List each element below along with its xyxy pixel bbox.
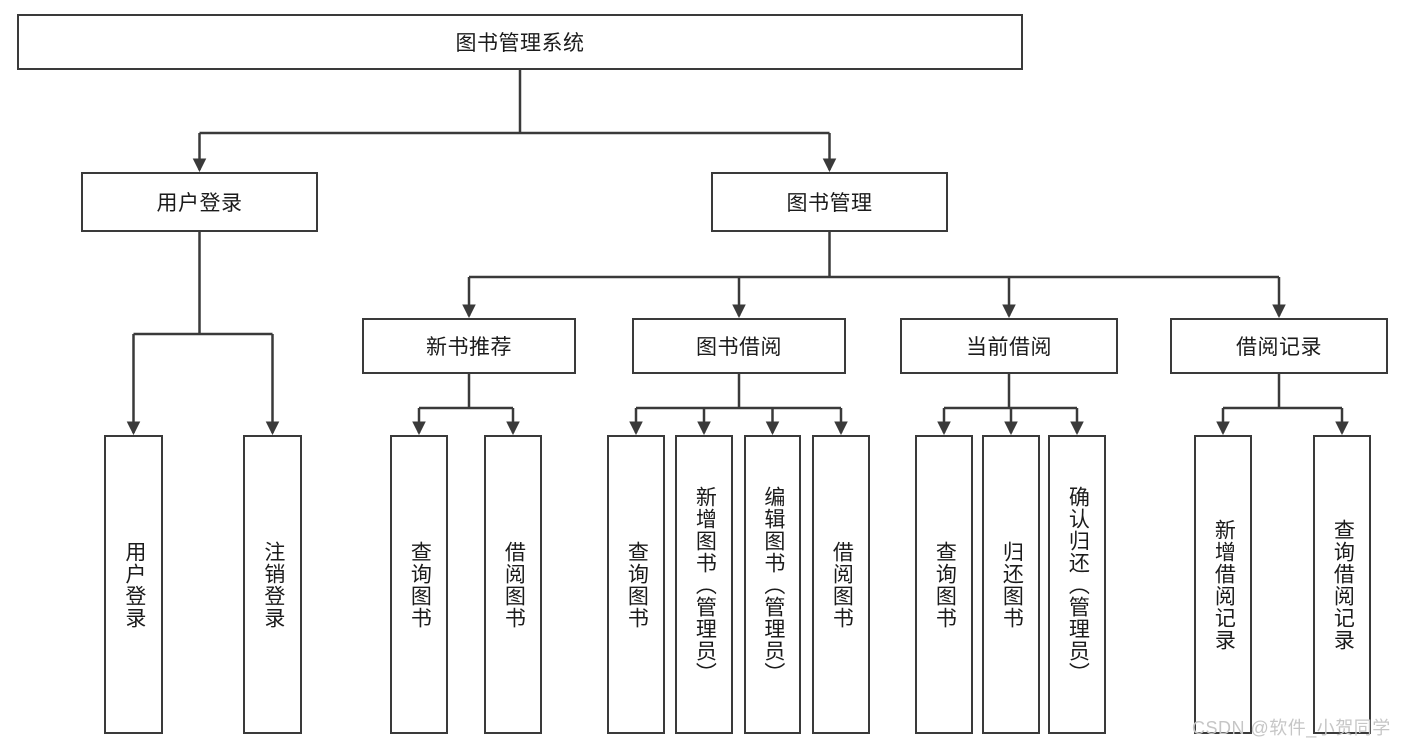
root-node-book-management-system[interactable]: 图书管理系统: [17, 14, 1023, 70]
leaf-node-8[interactable]: 查询图书: [915, 435, 973, 734]
leaf-node-1[interactable]: 注销登录: [243, 435, 302, 734]
level2-node-1[interactable]: 图书借阅: [632, 318, 846, 374]
leaf-node-12[interactable]: 查询借阅记录: [1313, 435, 1371, 734]
level2-node-2[interactable]: 当前借阅: [900, 318, 1118, 374]
node-label: 归还图书: [1000, 540, 1024, 629]
node-label: 新增借阅记录: [1212, 518, 1236, 651]
level2-node-3[interactable]: 借阅记录: [1170, 318, 1388, 374]
node-label: 新增图书（管理员）: [693, 485, 717, 684]
node-label: 借阅记录: [1236, 336, 1322, 359]
leaf-node-7[interactable]: 借阅图书: [812, 435, 870, 734]
node-label: 注销登录: [261, 540, 285, 629]
node-label: 当前借阅: [966, 336, 1052, 359]
leaf-node-5[interactable]: 新增图书（管理员）: [675, 435, 733, 734]
node-label: 查询借阅记录: [1331, 518, 1355, 651]
level2-node-0[interactable]: 新书推荐: [362, 318, 576, 374]
leaf-node-2[interactable]: 查询图书: [390, 435, 448, 734]
node-label: 查询图书: [408, 540, 432, 629]
node-label: 用户登录: [122, 540, 146, 629]
node-label: 借阅图书: [830, 540, 854, 629]
node-label: 编辑图书（管理员）: [761, 485, 785, 684]
leaf-node-10[interactable]: 确认归还（管理员）: [1048, 435, 1106, 734]
node-label: 查询图书: [933, 540, 957, 629]
leaf-node-4[interactable]: 查询图书: [607, 435, 665, 734]
leaf-node-9[interactable]: 归还图书: [982, 435, 1040, 734]
leaf-node-0[interactable]: 用户登录: [104, 435, 163, 734]
level1-node-1[interactable]: 图书管理: [711, 172, 948, 232]
leaf-node-3[interactable]: 借阅图书: [484, 435, 542, 734]
node-label: 图书管理: [786, 192, 873, 215]
node-label: 借阅图书: [502, 540, 526, 629]
node-label: 确认归还（管理员）: [1066, 485, 1090, 684]
node-label: 用户登录: [156, 192, 243, 215]
node-label: 图书管理系统: [455, 32, 585, 55]
node-label: 查询图书: [625, 540, 649, 629]
level1-node-0[interactable]: 用户登录: [81, 172, 318, 232]
node-label: 新书推荐: [426, 336, 512, 359]
node-label: 图书借阅: [696, 336, 782, 359]
leaf-node-6[interactable]: 编辑图书（管理员）: [744, 435, 801, 734]
leaf-node-11[interactable]: 新增借阅记录: [1194, 435, 1252, 734]
